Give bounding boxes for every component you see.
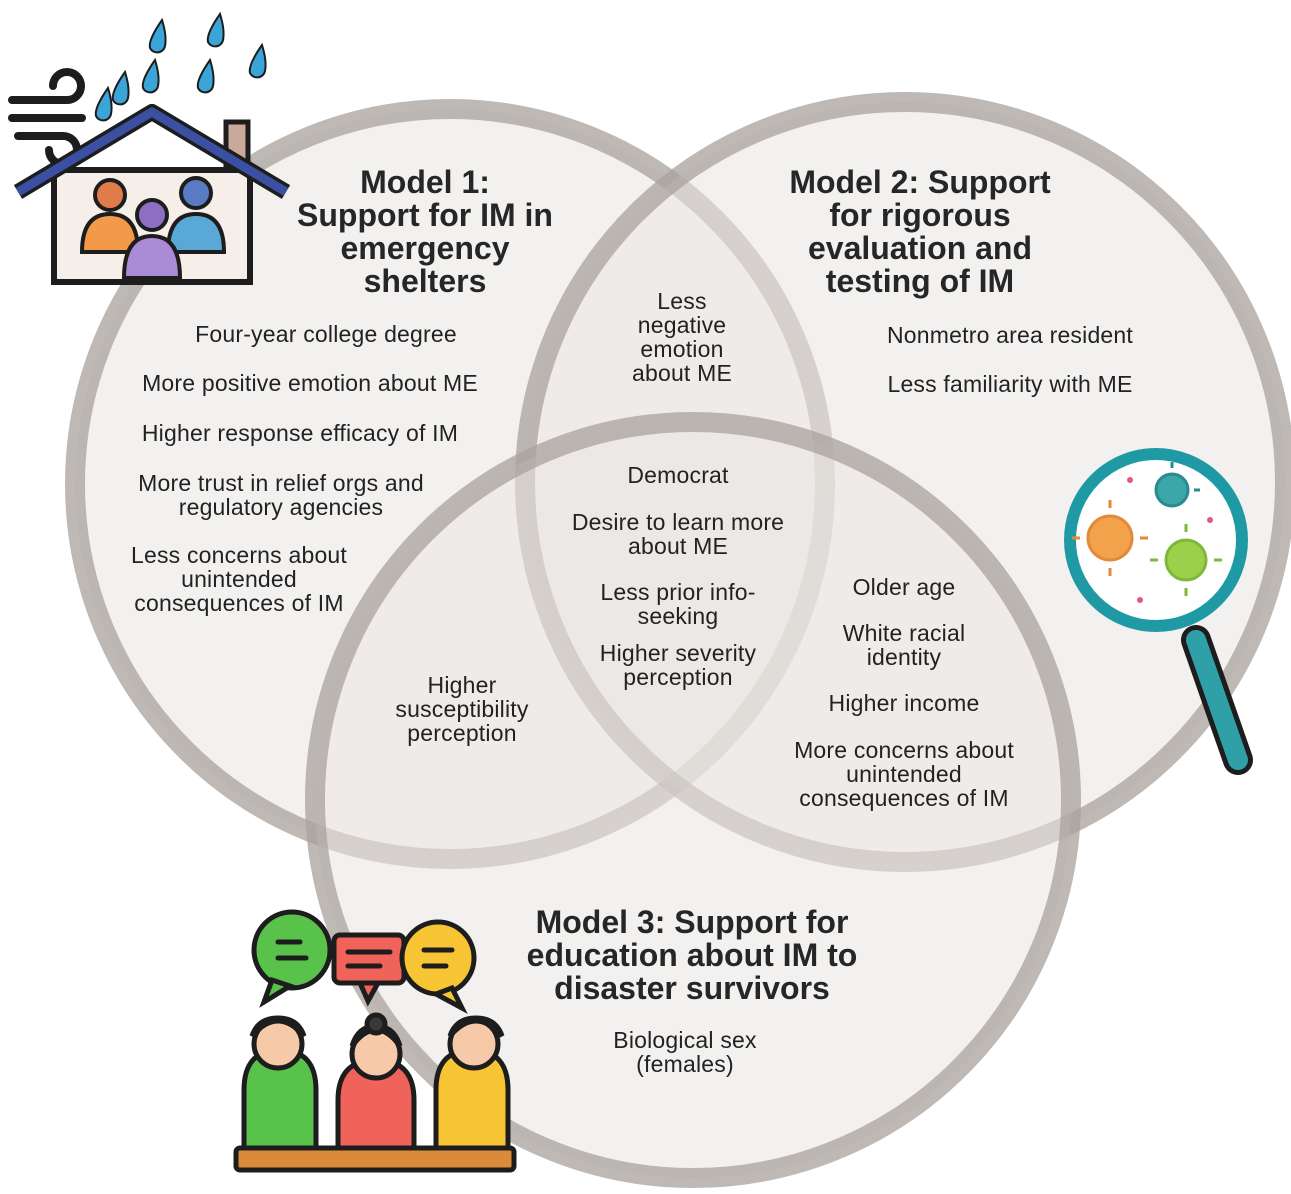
overlap-2-3-item: White racial identity bbox=[842, 620, 966, 670]
overlap-2-3-item: Higher income bbox=[828, 690, 980, 716]
magnifier-virus-icon bbox=[1064, 448, 1253, 775]
model1-item: Higher response efficacy of IM bbox=[141, 420, 459, 446]
overlap-all-item: Less prior info- seeking bbox=[600, 579, 756, 629]
model1-item: Four-year college degree bbox=[195, 321, 457, 347]
model2-item: Less familiarity with ME bbox=[887, 371, 1133, 397]
overlap-all-item: Higher severity perception bbox=[599, 640, 757, 690]
group-discussion-icon bbox=[233, 909, 517, 1173]
overlap-2-3-item: Older age bbox=[852, 574, 956, 600]
model2-item: Nonmetro area resident bbox=[886, 322, 1134, 348]
overlap-1-2-item: Less negative emotion about ME bbox=[631, 288, 733, 386]
overlap-all-item: Democrat bbox=[627, 462, 729, 488]
model3-item: Biological sex (females) bbox=[613, 1027, 757, 1077]
model2-title: Model 2: Support for rigorous evaluation… bbox=[789, 164, 1051, 299]
overlap-1-3-item: Higher susceptibility perception bbox=[395, 672, 529, 746]
house-family-rain-icon bbox=[8, 11, 291, 285]
model1-item: More trust in relief orgs and regulatory… bbox=[138, 470, 424, 520]
overlap-all-item: Desire to learn more about ME bbox=[571, 509, 785, 559]
model3-circle bbox=[305, 412, 1081, 1188]
model3-title: Model 3: Support for education about IM … bbox=[526, 904, 858, 1006]
model1-title: Model 1: Support for IM in emergency she… bbox=[297, 164, 553, 299]
model1-item: Less concerns about unintended consequen… bbox=[130, 542, 348, 616]
overlap-2-3-item: More concerns about unintended consequen… bbox=[794, 737, 1014, 811]
model1-item: More positive emotion about ME bbox=[142, 370, 478, 396]
